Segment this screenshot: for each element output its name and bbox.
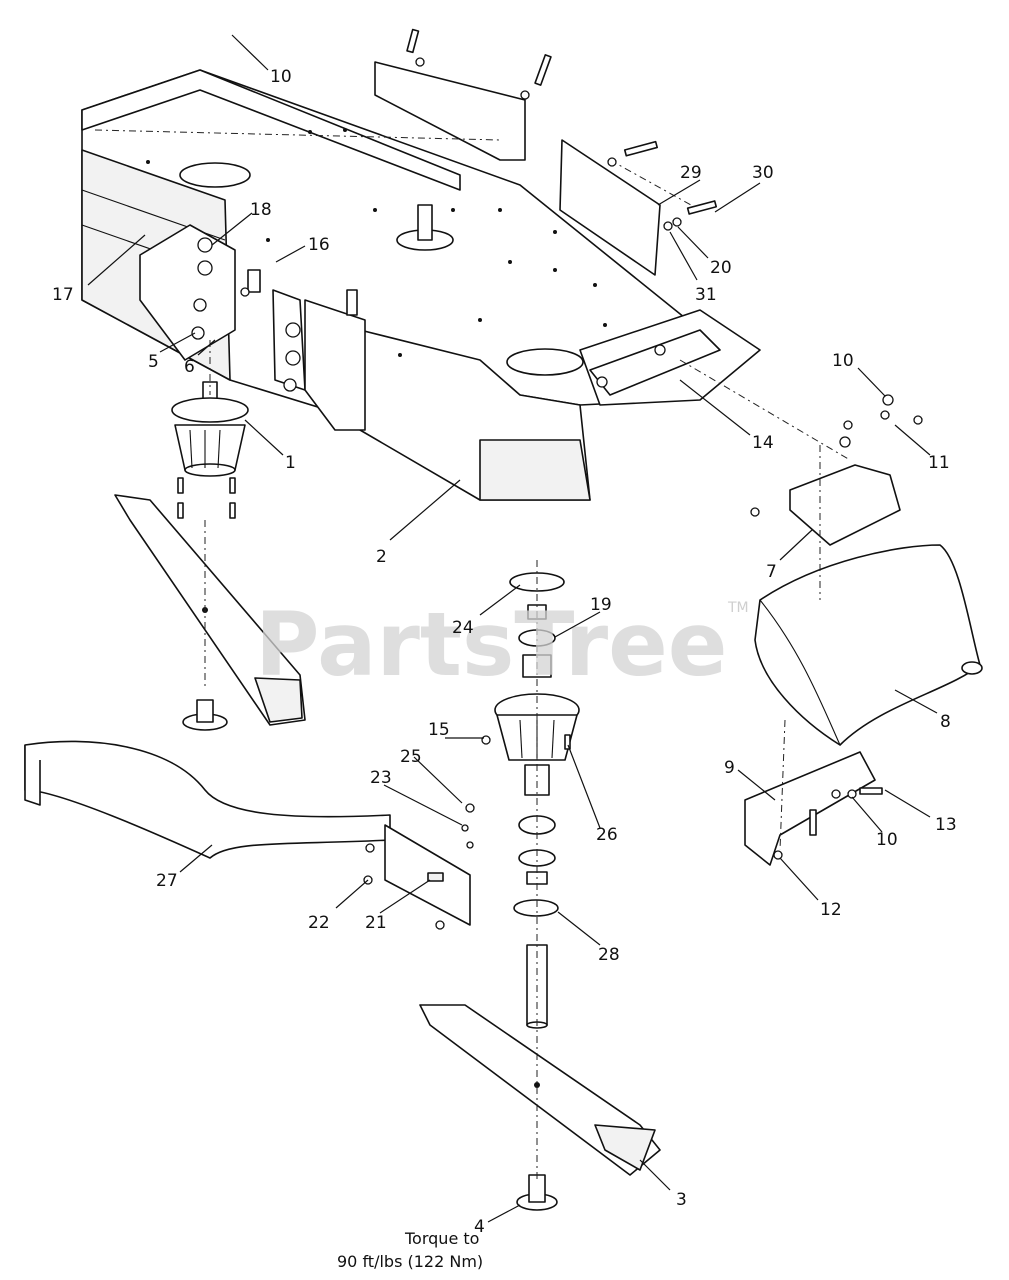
callout-16: 16 [308,235,330,255]
torque-note-line1: Torque to [404,1229,479,1248]
rear-baffle-bar [374,28,552,161]
callout-18: 18 [250,200,272,220]
baffle-plate [363,803,475,930]
callout-9: 9 [724,758,735,778]
chute-hardware-top [839,394,923,448]
callout-23: 23 [370,768,392,788]
callout-29: 29 [680,163,702,183]
spindle-mount-bolts [177,477,236,519]
callout-31: 31 [695,285,717,305]
callout-17: 17 [52,285,74,305]
callout-4: 4 [474,1217,485,1237]
callout-13: 13 [935,815,957,835]
discharge-chute [754,544,983,746]
alignment-lines [94,129,851,1180]
baffle-bolt-hardware [607,140,718,231]
callout-28: 28 [598,945,620,965]
watermark: PartsTree TM [255,593,749,696]
watermark-brand: PartsTree [255,593,727,696]
blade-center [419,1004,661,1176]
chute-hinge-bracket [750,464,901,546]
callout-2: 2 [376,547,387,567]
callout-8: 8 [940,712,951,732]
callout-10-top: 10 [270,67,292,87]
callout-10-bracket: 10 [876,830,898,850]
torque-note: Torque to 90 ft/lbs (122 Nm) [337,1229,483,1271]
callout-14: 14 [752,433,774,453]
spindle-assembly-center [481,572,580,1029]
side-baffle-plate [559,139,701,276]
washer-28 [513,899,559,917]
callout-12: 12 [820,900,842,920]
callout-5: 5 [148,352,159,372]
left-idler-bracket [139,224,261,361]
callout-11: 11 [928,453,950,473]
callout-21: 21 [365,913,387,933]
callout-7: 7 [766,562,777,582]
hinge-pins [589,329,721,396]
callout-30: 30 [752,163,774,183]
spindle-assembly-left [171,381,249,519]
callout-3: 3 [676,1190,687,1210]
callout-22: 22 [308,913,330,933]
callout-24: 24 [452,618,474,638]
leader-lines [87,34,938,1223]
callout-1: 1 [285,453,296,473]
blade-bolt-left [182,699,228,731]
callout-20: 20 [710,258,732,278]
callout-26: 26 [596,825,618,845]
callout-labels: 10 17 18 16 5 6 1 2 14 29 30 20 31 10 11… [52,67,957,1237]
center-idler-bracket [272,289,366,431]
blade-bolt-center [516,1174,558,1211]
blade-left [114,494,306,726]
watermark-trademark: TM [727,600,749,616]
callout-19: 19 [590,595,612,615]
callout-25: 25 [400,747,422,767]
torque-note-line2: 90 ft/lbs (122 Nm) [337,1252,483,1271]
callout-27: 27 [156,871,178,891]
chute-deflector-bracket [744,751,883,866]
callout-10-right: 10 [832,351,854,371]
callout-15: 15 [428,720,450,740]
deck-bolt-holes [146,128,607,357]
callout-6: 6 [184,357,195,377]
